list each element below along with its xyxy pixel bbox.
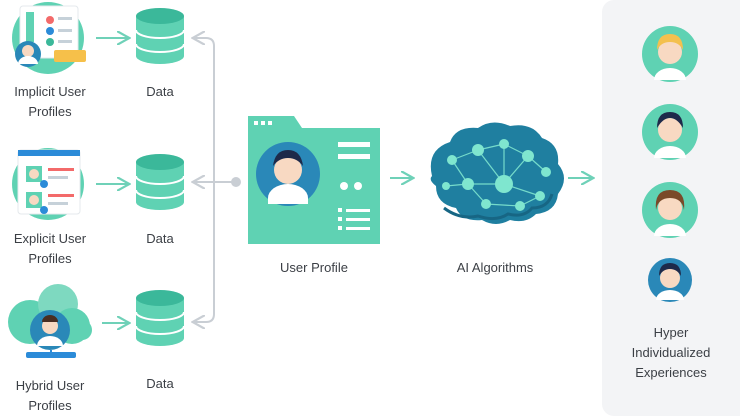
- person-brown-hair-icon: [642, 182, 698, 238]
- connector: [194, 38, 241, 322]
- explicit-profile-icon: [12, 148, 84, 220]
- ai-algorithms-label: AI Algorithms: [456, 260, 534, 275]
- experiences-label: Hyper Individualized Experiences: [631, 325, 711, 380]
- implicit-profiles-label: Implicit User Profiles: [14, 84, 86, 119]
- user-profile-card-icon: [248, 116, 380, 244]
- explicit-profiles-label: Explicit User Profiles: [13, 231, 87, 266]
- database-icon-3: [135, 289, 185, 347]
- database-icon-1: [135, 7, 185, 65]
- hybrid-profiles-label: Hybrid User Profiles: [15, 378, 85, 413]
- brain-network-icon: [430, 122, 564, 224]
- hybrid-profile-icon: [8, 284, 92, 358]
- data-label-1: Data: [146, 84, 174, 99]
- implicit-profile-icon: [12, 2, 86, 74]
- person-short-hair-icon: [648, 258, 692, 302]
- data-label-2: Data: [146, 231, 174, 246]
- person-dark-hair-icon: [642, 104, 698, 160]
- data-label-3: Data: [146, 376, 174, 391]
- person-blonde-icon: [642, 26, 698, 82]
- database-icon-2: [135, 153, 185, 211]
- user-profile-label: User Profile: [280, 260, 348, 275]
